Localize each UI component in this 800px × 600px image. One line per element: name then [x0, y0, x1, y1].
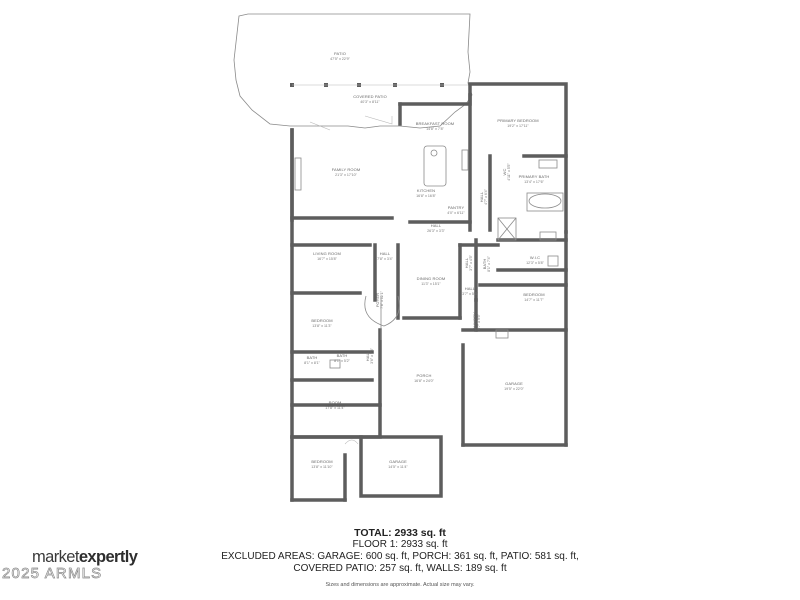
- room-labels: PATIO 47'5" x 22'9" COVERED PATIO 40'3" …: [304, 51, 549, 469]
- label-bath-small: BATH: [482, 259, 487, 270]
- dim-bedroom-left: 13'8" x 11'3": [312, 324, 332, 328]
- label-wic: W.I.C: [530, 255, 540, 260]
- brand-part2: expertly: [78, 548, 138, 566]
- label-bedroom-left: BEDROOM: [311, 318, 332, 323]
- copyright-watermark: 2025 ARMLS: [2, 565, 103, 583]
- total-area: TOTAL: 2933 sq. ft: [354, 527, 446, 539]
- label-covered-patio: COVERED PATIO: [353, 94, 387, 99]
- label-breakfast-room: BREAKFAST ROOM: [416, 121, 454, 126]
- dim-hall-left: 3'6" x 7'3": [370, 347, 374, 363]
- dim-family-room: 21'3" x 17'10": [335, 173, 357, 177]
- area-summary: TOTAL: 2933 sq. ft FLOOR 1: 2933 sq. ft …: [200, 527, 600, 589]
- dim-hall-center: 7'8" x 3'4": [377, 257, 393, 261]
- dim-pantry: 4'0" x 6'11": [447, 211, 465, 215]
- dim-breakfast-room: 14'8" x 7'8": [426, 127, 444, 131]
- label-patio: PATIO: [334, 51, 346, 56]
- label-wc: WC: [502, 169, 507, 176]
- label-living-room: LIVING ROOM: [313, 251, 341, 256]
- dim-bedroom-bottom: 13'8" x 11'10": [311, 465, 333, 469]
- label-garage-right: GARAGE: [505, 381, 523, 386]
- label-hall-upper: HALL: [431, 223, 442, 228]
- dim-wc: 4'11" x 5'5": [507, 163, 511, 181]
- label-dining-room: DINING ROOM: [417, 276, 446, 281]
- excluded-areas-line2: COVERED PATIO: 257 sq. ft, WALLS: 189 sq…: [293, 563, 507, 574]
- dim-hall-upper: 26'3" x 3'3": [427, 229, 445, 233]
- label-hall-center: HALL: [380, 251, 391, 256]
- disclaimer: Sizes and dimensions are approximate. Ac…: [325, 582, 475, 588]
- dim-bath-left-a: 8'1" x 8'1": [304, 361, 320, 365]
- label-laundry: LAUNDRY: [472, 312, 477, 332]
- brand-logo: marketexpertly: [32, 548, 138, 567]
- brand-part1: market: [32, 548, 79, 566]
- label-hall-left: HALL: [365, 350, 370, 361]
- dim-living-room: 16'7" x 15'8": [317, 257, 337, 261]
- label-hall-side: HALL: [479, 191, 484, 202]
- dim-room: 17'8" x 11'4": [325, 406, 345, 410]
- dim-primary-bath: 13'4" x 17'6": [524, 180, 544, 184]
- label-hall-a: HALL: [465, 286, 476, 291]
- label-kitchen: KITCHEN: [417, 188, 435, 193]
- dim-garage-right: 19'5" x 22'0": [504, 387, 524, 391]
- label-bedroom-bottom: BEDROOM: [311, 459, 332, 464]
- dim-foyer: 7'8" x 12'1": [380, 290, 384, 308]
- dim-kitchen: 16'8" x 16'8": [416, 194, 436, 198]
- label-bath-left-b: BATH: [337, 353, 348, 358]
- label-bedroom-right: BEDROOM: [523, 292, 544, 297]
- excluded-areas-line1: EXCLUDED AREAS: GARAGE: 600 sq. ft, PORC…: [221, 551, 579, 562]
- label-room: ROOM: [329, 400, 342, 405]
- dim-dining-room: 11'3" x 15'1": [421, 282, 441, 286]
- label-garage-bottom: GARAGE: [389, 459, 407, 464]
- dim-bath-small: 8'1" x 7'4": [487, 255, 491, 271]
- dim-hall-small: 3'7" x 4'5": [469, 254, 473, 270]
- dim-garage-bottom: 14'5" x 11'4": [388, 465, 408, 469]
- label-foyer: FOYER: [375, 293, 380, 307]
- dim-covered-patio: 40'3" x 8'11": [360, 100, 380, 104]
- label-hall-small: HALL: [464, 257, 469, 268]
- floor-plan: PATIO 47'5" x 22'9" COVERED PATIO 40'3" …: [233, 13, 568, 502]
- dim-hall-side: 4'7" x 6'4": [484, 188, 488, 204]
- dim-porch: 16'8" x 24'0": [414, 379, 434, 383]
- dim-bath-left-b: 8'1" x 5'2": [334, 359, 350, 363]
- label-primary-bath: PRIMARY BATH: [519, 174, 550, 179]
- patio-outline: [233, 13, 473, 129]
- dim-bedroom-right: 14'7" x 11'7": [524, 298, 544, 302]
- label-pantry: PANTRY: [448, 205, 465, 210]
- dim-patio: 47'5" x 22'9": [330, 57, 350, 61]
- floor1-area: FLOOR 1: 2933 sq. ft: [352, 539, 448, 550]
- dim-laundry: 6'7" x 9'5": [477, 313, 481, 329]
- label-porch: PORCH: [417, 373, 432, 378]
- fixtures: [294, 115, 564, 445]
- dim-hall-a: 3'7" x 5'3": [462, 292, 478, 296]
- dim-primary-bedroom: 19'2" x 17'11": [507, 124, 529, 128]
- label-primary-bedroom: PRIMARY BEDROOM: [497, 118, 538, 123]
- label-bath-left-a: BATH: [307, 355, 318, 360]
- dim-wic: 12'3" x 5'8": [526, 261, 544, 265]
- exterior-walls: [290, 82, 568, 502]
- label-family-room: FAMILY ROOM: [332, 167, 361, 172]
